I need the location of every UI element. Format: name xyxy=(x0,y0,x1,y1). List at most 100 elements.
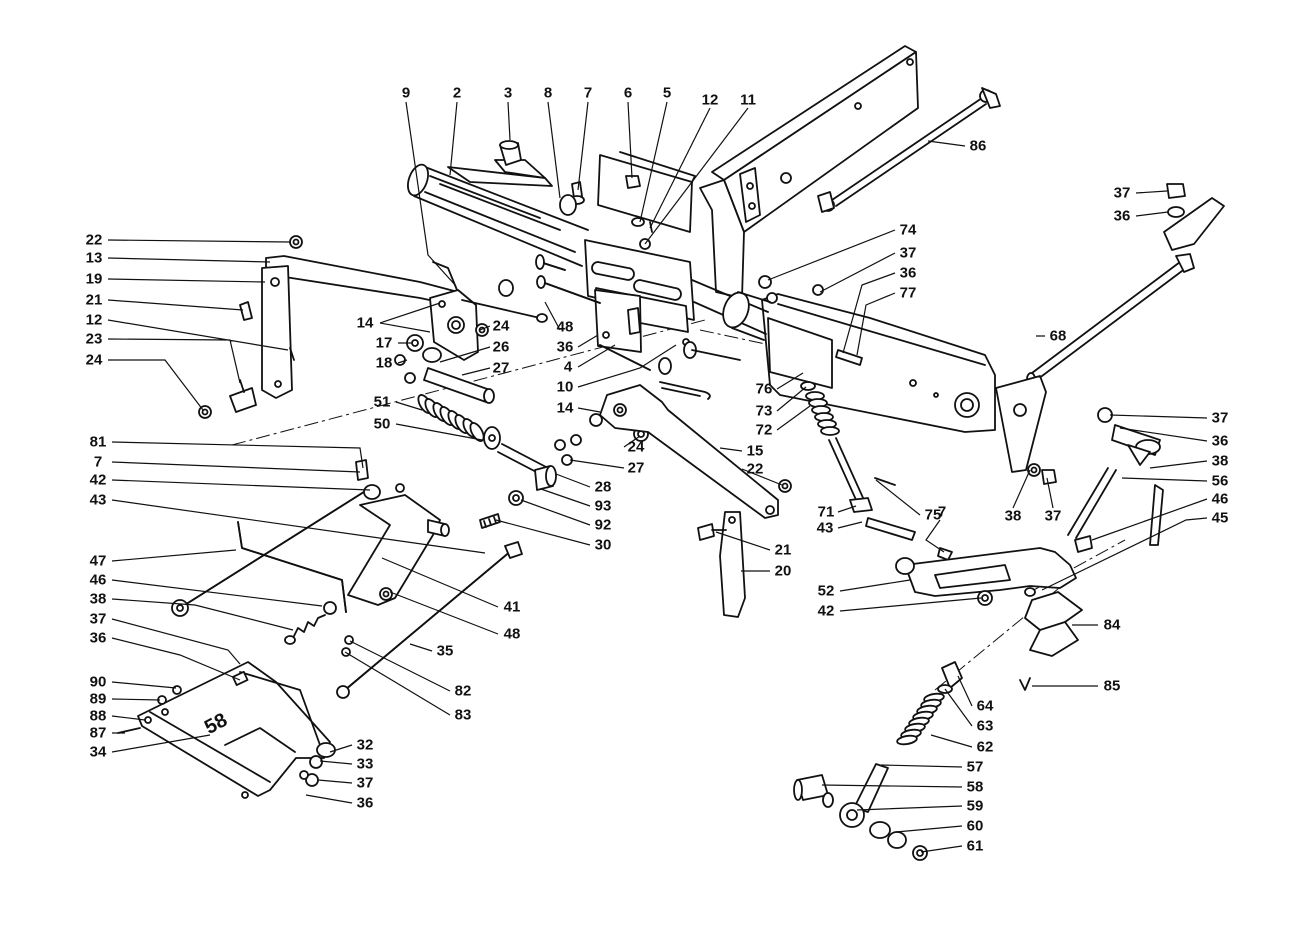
callout-19: 19 xyxy=(86,271,103,288)
callout-75: 75 xyxy=(925,507,942,524)
callout-68: 68 xyxy=(1050,328,1067,345)
adjust-bolt xyxy=(800,381,953,561)
callout-35: 35 xyxy=(437,643,454,660)
link-rod xyxy=(432,261,548,323)
lower-tie-rod xyxy=(323,541,523,699)
callout-46: 46 xyxy=(1212,491,1229,508)
compression-spring xyxy=(417,394,501,450)
callout-14: 14 xyxy=(357,315,374,332)
pin-and-nuts xyxy=(394,323,495,404)
callout-42: 42 xyxy=(90,472,107,489)
right-bracket-plate xyxy=(758,275,996,433)
callout-18: 18 xyxy=(376,355,393,372)
callout-38: 38 xyxy=(1212,453,1229,470)
right-linkage xyxy=(1067,407,1164,553)
callout-12: 12 xyxy=(86,312,103,329)
callout-47: 47 xyxy=(90,553,107,570)
callout-7: 7 xyxy=(94,454,102,471)
callout-43: 43 xyxy=(90,492,107,509)
callout-64: 64 xyxy=(977,698,994,715)
callout-93: 93 xyxy=(595,498,612,515)
frame-beam xyxy=(699,45,919,299)
pedal-lever xyxy=(599,381,779,519)
callout-63: 63 xyxy=(977,718,994,735)
callout-17: 17 xyxy=(376,335,393,352)
callout-26: 26 xyxy=(493,339,510,356)
callout-48: 48 xyxy=(557,319,574,336)
callout-41: 41 xyxy=(504,599,521,616)
callout-10: 10 xyxy=(557,379,574,396)
callout-38: 38 xyxy=(1005,508,1022,525)
callout-90: 90 xyxy=(90,674,107,691)
callout-21: 21 xyxy=(86,292,103,309)
return-spring xyxy=(896,661,963,746)
callout-92: 92 xyxy=(595,517,612,534)
callout-82: 82 xyxy=(455,683,472,700)
callout-12: 12 xyxy=(702,92,719,109)
callout-11: 11 xyxy=(740,92,756,109)
callout-22: 22 xyxy=(747,461,764,478)
callout-28: 28 xyxy=(595,479,612,496)
pedal-arm xyxy=(697,479,792,618)
mount-bracket xyxy=(117,661,336,799)
callout-13: 13 xyxy=(86,250,103,267)
cap xyxy=(499,140,522,166)
callout-2: 2 xyxy=(453,85,461,102)
upper-tie-rod xyxy=(817,87,1001,213)
triangle-plate xyxy=(995,375,1057,485)
callout-37: 37 xyxy=(1045,508,1062,525)
cross-shaft xyxy=(171,459,450,617)
callout-51: 51 xyxy=(374,394,391,411)
callout-50: 50 xyxy=(374,416,391,433)
callout-15: 15 xyxy=(747,443,764,460)
callout-7: 7 xyxy=(584,85,592,102)
callout-72: 72 xyxy=(756,422,773,439)
upper-lever xyxy=(239,235,479,399)
callout-7: 7 xyxy=(938,504,946,521)
callout-36: 36 xyxy=(900,265,917,282)
callout-59: 59 xyxy=(967,798,984,815)
callout-37: 37 xyxy=(90,611,107,628)
callout-86: 86 xyxy=(970,138,987,155)
callout-73: 73 xyxy=(756,403,773,420)
callout-37: 37 xyxy=(1212,410,1229,427)
callout-71: 71 xyxy=(818,504,835,521)
callout-20: 20 xyxy=(775,563,792,580)
callout-34: 34 xyxy=(90,744,107,761)
callout-74: 74 xyxy=(900,222,917,239)
callout-52: 52 xyxy=(818,583,835,600)
control-rod xyxy=(1026,183,1225,386)
callout-83: 83 xyxy=(455,707,472,724)
callout-5: 5 xyxy=(663,85,671,102)
callout-36: 36 xyxy=(357,795,374,812)
callout-56: 56 xyxy=(1212,473,1229,490)
callout-76: 76 xyxy=(756,381,773,398)
callout-48: 48 xyxy=(504,626,521,643)
callout-21: 21 xyxy=(775,542,792,559)
callout-60: 60 xyxy=(967,818,984,835)
lower-bracket xyxy=(895,547,1083,691)
callout-43: 43 xyxy=(817,520,834,537)
callout-24: 24 xyxy=(86,352,103,369)
spring-link xyxy=(793,763,928,861)
callout-24: 24 xyxy=(493,318,510,335)
leader-lines xyxy=(107,101,1208,853)
callout-42: 42 xyxy=(818,603,835,620)
callout-37: 37 xyxy=(1114,185,1131,202)
callout-46: 46 xyxy=(90,572,107,589)
callout-27: 27 xyxy=(493,360,510,377)
callout-87: 87 xyxy=(90,725,107,742)
callout-38: 38 xyxy=(90,591,107,608)
u-rod xyxy=(237,521,347,613)
callout-9: 9 xyxy=(402,85,410,102)
callout-32: 32 xyxy=(357,737,374,754)
callout-3: 3 xyxy=(504,85,512,102)
callout-8: 8 xyxy=(544,85,552,102)
callout-24: 24 xyxy=(628,439,645,456)
callout-14: 14 xyxy=(557,400,574,417)
callout-27: 27 xyxy=(628,460,645,477)
callout-45: 45 xyxy=(1212,510,1229,527)
callout-89: 89 xyxy=(90,691,107,708)
callout-58: 58 xyxy=(967,779,984,796)
callout-36: 36 xyxy=(1212,433,1229,450)
